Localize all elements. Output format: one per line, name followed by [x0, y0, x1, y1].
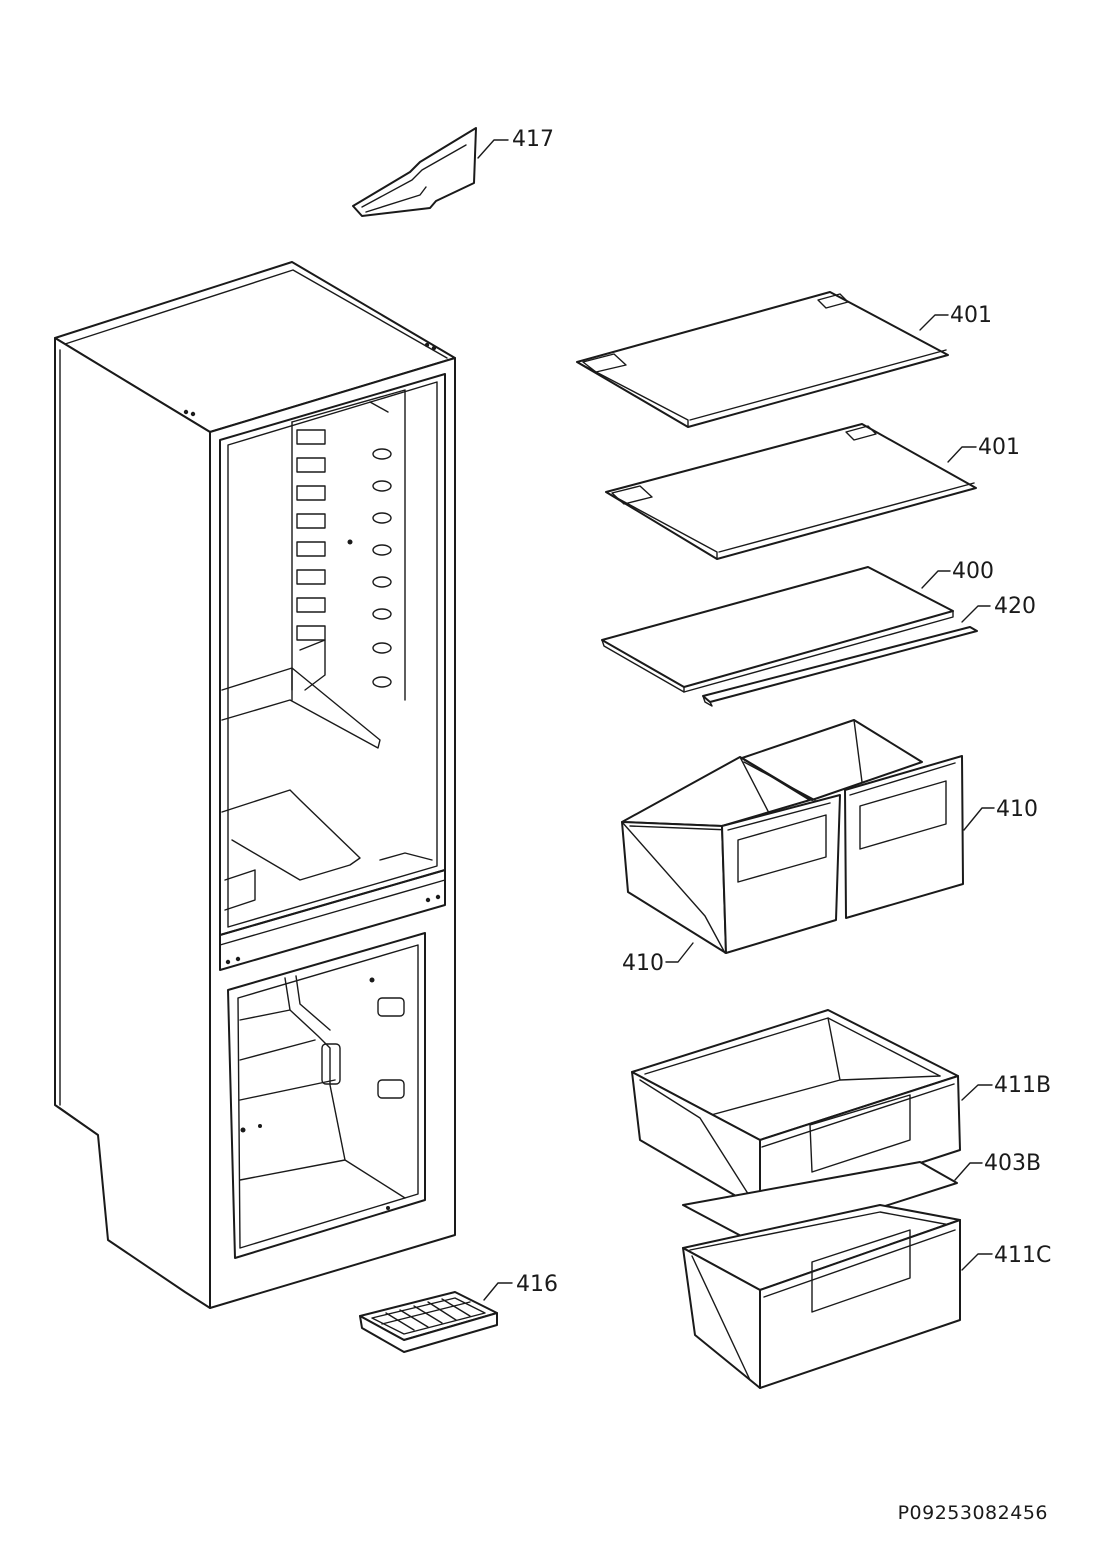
leader-410a [963, 807, 995, 831]
part-401-shelf-upper [576, 291, 949, 428]
leader-410b [665, 942, 694, 963]
label-411C: 411C [994, 1243, 1051, 1268]
label-401a: 401 [950, 303, 992, 328]
label-417: 417 [512, 127, 554, 152]
part-410-drawer-right [741, 719, 964, 919]
part-411B-freezer-drawer [631, 1009, 961, 1216]
label-411B: 411B [994, 1073, 1051, 1098]
leader-403B [954, 1162, 983, 1181]
part-417-scoop [352, 127, 477, 217]
leader-411C [961, 1253, 993, 1271]
leader-417 [477, 139, 509, 159]
part-420-shelf-trim [702, 626, 978, 707]
shelf-rails-left [296, 429, 326, 641]
label-400: 400 [952, 559, 994, 584]
label-410a: 410 [996, 797, 1038, 822]
leader-411B [961, 1084, 993, 1101]
label-416: 416 [516, 1272, 558, 1297]
document-id: P09253082456 [897, 1502, 1048, 1524]
leader-401b [947, 446, 977, 463]
leader-416 [483, 1282, 513, 1301]
part-403B-divider-plate [682, 1161, 958, 1247]
shelf-rails-right [372, 448, 392, 688]
leader-420 [961, 605, 991, 623]
label-401b: 401 [978, 435, 1020, 460]
label-410b: 410 [622, 951, 664, 976]
part-400-glass-shelf [601, 566, 954, 693]
leader-401a [919, 314, 949, 331]
part-401-shelf-lower [605, 423, 977, 560]
part-411C-freezer-drawer [682, 1204, 961, 1389]
part-416-ice-tray [359, 1291, 498, 1353]
part-410-drawer-left [621, 756, 841, 954]
label-420: 420 [994, 594, 1036, 619]
fridge-cabinet [54, 261, 456, 1309]
leader-400 [921, 570, 951, 589]
label-403B: 403B [984, 1151, 1041, 1176]
